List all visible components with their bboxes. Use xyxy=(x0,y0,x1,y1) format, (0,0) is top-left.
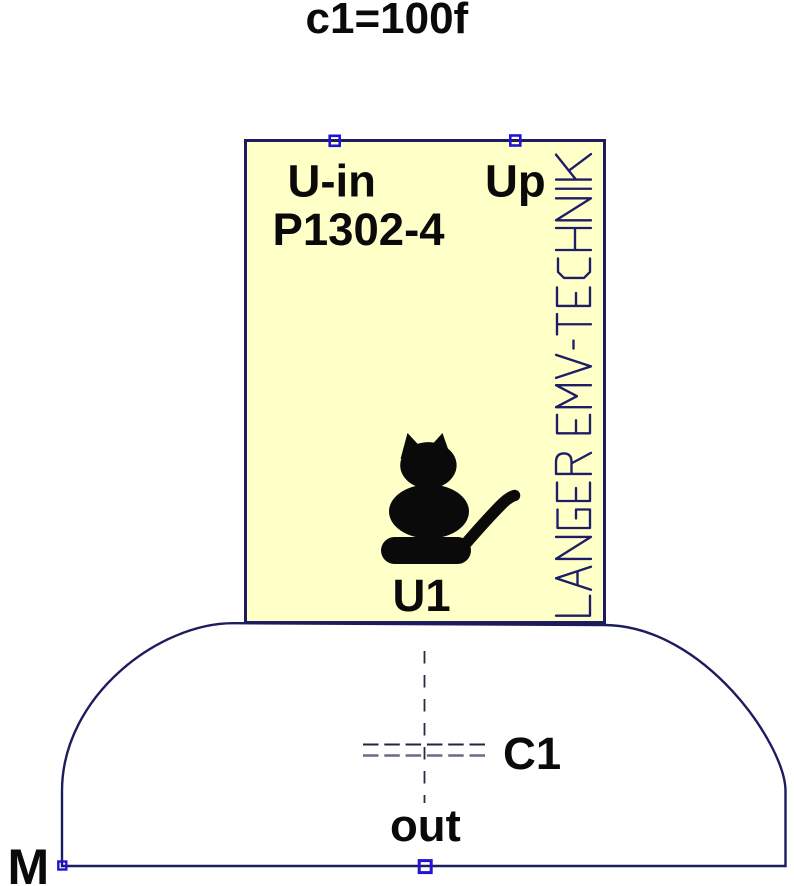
svg-text:U1: U1 xyxy=(393,570,451,621)
svg-text:Up: Up xyxy=(485,156,546,207)
svg-text:U-in: U-in xyxy=(288,156,376,207)
svg-text:C1: C1 xyxy=(503,728,561,779)
svg-text:M: M xyxy=(8,839,50,886)
svg-text:P1302-4: P1302-4 xyxy=(273,204,446,255)
svg-text:out: out xyxy=(390,800,461,851)
svg-text:c1=100f: c1=100f xyxy=(306,0,469,43)
